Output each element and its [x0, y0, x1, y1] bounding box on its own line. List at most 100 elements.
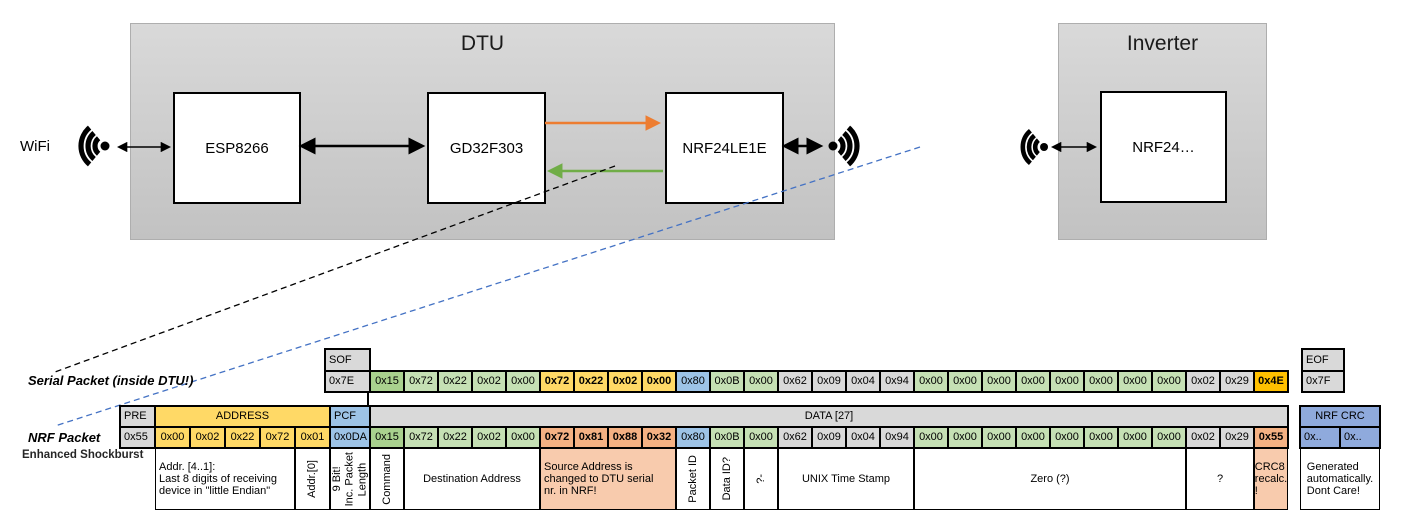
serial-byte-cell: 0x29 [1220, 371, 1254, 392]
serial-eof-value: 0x7F [1302, 371, 1344, 392]
wifi-icon [62, 118, 114, 179]
serial-byte-cell: 0x04 [846, 371, 880, 392]
serial-packet-label: Serial Packet (inside DTU!) [28, 373, 194, 388]
annotation-q2: ? [1186, 448, 1254, 510]
serial-eof-header: EOF [1302, 349, 1344, 371]
serial-byte-cell: 0x00 [914, 371, 948, 392]
annotation-gen: Generated automatically. Dont Care! [1300, 448, 1380, 510]
nrf-byte-cell: 0x00 [1084, 427, 1118, 448]
serial-byte-cell: 0x00 [1118, 371, 1152, 392]
serial-sof-header: SOF [325, 349, 370, 371]
nrf-byte-cell: 0x09 [812, 427, 846, 448]
nrf-byte-cell: 0x29 [1220, 427, 1254, 448]
wifi-icon [1006, 122, 1052, 177]
gd32f303-box: GD32F303 [427, 92, 546, 204]
serial-byte-cell: 0x22 [438, 371, 472, 392]
serial-byte-cell: 0x00 [1050, 371, 1084, 392]
nrf-byte-cell: 0x15 [370, 427, 404, 448]
serial-byte-cell: 0x15 [370, 371, 404, 392]
nrf-byte-cell: 0x0B [710, 427, 744, 448]
serial-byte-cell: 0x00 [982, 371, 1016, 392]
nrf-byte-cell: 0x00 [506, 427, 540, 448]
nrf-byte-cell: 0x88 [608, 427, 642, 448]
serial-byte-cell: 0x00 [506, 371, 540, 392]
wifi-icon [824, 118, 876, 179]
wifi-label: WiFi [20, 138, 50, 155]
nrf-address-byte-cell: 0x00 [155, 427, 190, 448]
nrf-byte-cell: 0x00 [914, 427, 948, 448]
nrf-byte-cell: 0x00 [1050, 427, 1084, 448]
nrf-packet-label: NRF Packet [28, 430, 101, 445]
nrf-crc-header: NRF CRC [1300, 406, 1380, 427]
serial-byte-cell: 0x80 [676, 371, 710, 392]
nrf-byte-cell: 0x72 [540, 427, 574, 448]
serial-byte-cell: 0x0B [710, 371, 744, 392]
nrf-crc-byte-cell: 0x.. [1340, 427, 1380, 448]
annotation-addr41: Addr. [4..1]: Last 8 digits of receiving… [155, 448, 295, 510]
serial-byte-cell: 0x72 [540, 371, 574, 392]
annotation-dataid: Data ID? [710, 448, 744, 510]
inverter-title: Inverter [1126, 32, 1199, 55]
nrf-byte-cell: 0x00 [1118, 427, 1152, 448]
serial-sof-value: 0x7E [325, 371, 370, 392]
nrf-crc-byte-cell: 0x.. [1300, 427, 1340, 448]
serial-byte-cell: 0x62 [778, 371, 812, 392]
nrf-byte-cell: 0x02 [472, 427, 506, 448]
nrf-byte-cell: 0x62 [778, 427, 812, 448]
nrf-address-byte-cell: 0x72 [260, 427, 295, 448]
nrf-byte-cell: 0x32 [642, 427, 676, 448]
nrf-byte-cell: 0x00 [1152, 427, 1186, 448]
nrf-address-byte-cell: 0x02 [190, 427, 225, 448]
nrf-byte-cell: 0x02 [1186, 427, 1220, 448]
serial-byte-cell: 0x09 [812, 371, 846, 392]
serial-byte-cell: 0x94 [880, 371, 914, 392]
nrf-address-header: ADDRESS [155, 406, 330, 427]
annotation-q0: ?- [744, 448, 778, 510]
serial-byte-cell: 0x00 [1152, 371, 1186, 392]
inverter-container: Inverter [1058, 23, 1267, 240]
annotation-pcf: 9 Bit! Inc. Packet Length [330, 448, 370, 510]
serial-byte-cell: 0x00 [1084, 371, 1118, 392]
nrf-byte-cell: 0x22 [438, 427, 472, 448]
esp8266-box: ESP8266 [173, 92, 301, 204]
serial-byte-cell: 0x22 [574, 371, 608, 392]
nrf24le1e-box: NRF24LE1E [665, 92, 784, 204]
nrf-pcf-value: 0x0DA [330, 427, 370, 448]
serial-byte-cell: 0x00 [948, 371, 982, 392]
annotation-src: Source Address is changed to DTU serial … [540, 448, 676, 510]
annotation-pktid: Packet ID [676, 448, 710, 510]
enhanced-shockburst-label: Enhanced Shockburst [22, 449, 144, 461]
inverter-nrf24-box: NRF24… [1100, 91, 1227, 203]
nrf-byte-cell: 0x94 [880, 427, 914, 448]
annotation-zero: Zero (?) [914, 448, 1186, 510]
nrf-byte-cell: 0x00 [1016, 427, 1050, 448]
table-connector-line [367, 392, 369, 406]
serial-byte-cell: 0x00 [642, 371, 676, 392]
serial-byte-cell: 0x00 [1016, 371, 1050, 392]
nrf-byte-cell: 0x81 [574, 427, 608, 448]
nrf-byte-cell: 0x00 [982, 427, 1016, 448]
serial-byte-cell: 0x02 [472, 371, 506, 392]
serial-byte-cell: 0x02 [1186, 371, 1220, 392]
nrf-byte-cell: 0x72 [404, 427, 438, 448]
annotation-unix: UNIX Time Stamp [778, 448, 914, 510]
annotation-crc8: CRC8 recalc. ! [1254, 448, 1288, 510]
serial-byte-cell: 0x4E [1254, 371, 1288, 392]
serial-byte-cell: 0x00 [744, 371, 778, 392]
nrf-byte-cell: 0x80 [676, 427, 710, 448]
nrf-data-header: DATA [27] [370, 406, 1288, 427]
nrf-pcf-header: PCF [330, 406, 370, 427]
nrf-byte-cell: 0x04 [846, 427, 880, 448]
nrf-pre-header: PRE [120, 406, 155, 427]
dtu-title: DTU [460, 32, 505, 55]
nrf-address-byte-cell: 0x22 [225, 427, 260, 448]
nrf-byte-cell: 0x00 [744, 427, 778, 448]
serial-byte-cell: 0x72 [404, 371, 438, 392]
nrf-byte-cell: 0x55 [1254, 427, 1288, 448]
annotation-addr0: Addr.[0] [295, 448, 330, 510]
annotation-dest: Destination Address [404, 448, 540, 510]
serial-byte-cell: 0x02 [608, 371, 642, 392]
nrf-byte-cell: 0x00 [948, 427, 982, 448]
nrf-pre-value: 0x55 [120, 427, 155, 448]
